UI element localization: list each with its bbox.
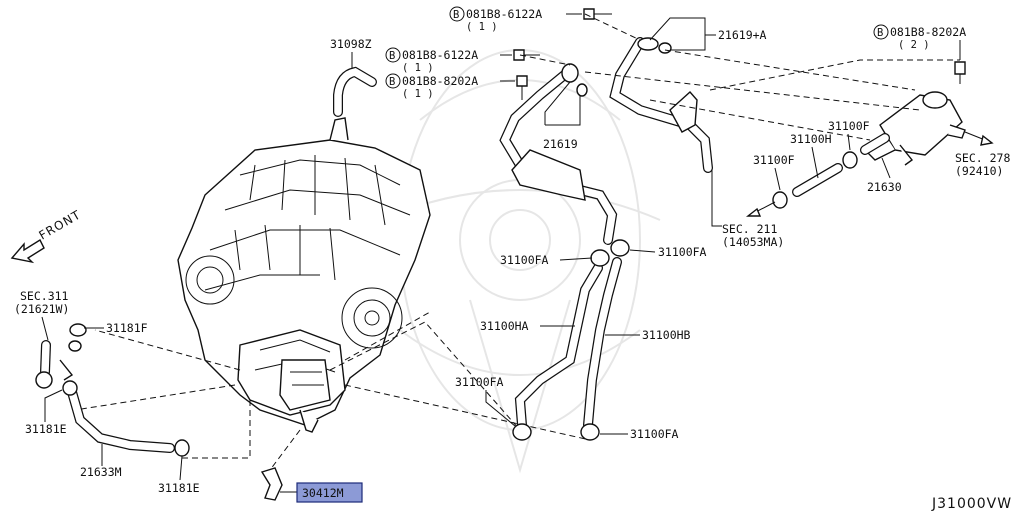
bolt-a-qty: ( 1 )	[466, 21, 498, 33]
label-text-31100fa-4: 31100FA	[630, 427, 679, 441]
pipe-21619	[499, 63, 618, 245]
label-31100f-upper: 31100F	[828, 119, 870, 151]
cooler-21630	[863, 91, 966, 166]
label-text-21619a: 21619+A	[718, 28, 767, 42]
clip-31181f: 31181F	[68, 321, 148, 352]
label-text-31100fa-2: 31100FA	[658, 245, 707, 259]
label-31181f: 31181F	[106, 321, 148, 335]
callout-30412m[interactable]: 30412M	[280, 482, 363, 503]
label-31098z: 31098Z	[330, 37, 372, 68]
label-text-31100f-lower: 31100F	[753, 153, 795, 167]
label-sec311: SEC.311	[20, 289, 69, 303]
hose-31100ha	[514, 263, 603, 430]
bolt-c-number: 081B8-8202A	[402, 74, 478, 88]
sec278-callout: SEC. 278 (92410)	[955, 131, 1010, 178]
label-text-31100hb: 31100HB	[642, 328, 691, 342]
bolt-a-mark: B	[453, 9, 459, 21]
label-text-31181e-bottom: 31181E	[158, 481, 200, 495]
label-21633m: 21633M	[80, 444, 122, 479]
hose-31098z	[333, 66, 377, 117]
label-31181e-bottom: 31181E	[158, 455, 200, 495]
highlight-box-30412m[interactable]	[296, 482, 363, 503]
label-sec278-ref: (92410)	[955, 164, 1003, 178]
label-text-31100h: 31100H	[790, 132, 832, 146]
diagram-code: J31000VW	[931, 496, 1012, 511]
label-31100h: 31100H	[790, 132, 832, 179]
label-30412m: 30412M	[302, 486, 344, 500]
label-31181e-left: 31181E	[25, 389, 67, 436]
bolt-c-qty: ( 1 )	[402, 88, 434, 100]
bolt-callout-a: B 081B8-6122A ( 1 )	[449, 6, 612, 33]
label-sec211-ref: (14053MA)	[722, 235, 784, 249]
label-31100ha: 31100HA	[480, 319, 575, 333]
label-31100fa-3: 31100FA	[455, 375, 516, 427]
label-text-31100fa-3: 31100FA	[455, 375, 504, 389]
transmission-assembly	[177, 117, 431, 433]
label-text-31100fa-1: 31100FA	[500, 253, 549, 267]
label-front: FRONT	[37, 207, 84, 242]
clips-31100fa	[512, 239, 630, 441]
bolt-callout-d: B 081B8-8202A ( 2 )	[873, 24, 966, 84]
bolt-b-number: 081B8-6122A	[402, 48, 478, 62]
bolt-a-number: 081B8-6122A	[466, 7, 542, 21]
bolt-b-qty: ( 1 )	[402, 62, 434, 74]
bolt-d-qty: ( 2 )	[898, 39, 930, 51]
label-text-21633m: 21633M	[80, 465, 122, 479]
label-text-31100f-upper: 31100F	[828, 119, 870, 133]
bolt-c-mark: B	[389, 76, 395, 88]
label-31100hb: 31100HB	[605, 328, 691, 342]
label-text-31100ha: 31100HA	[480, 319, 529, 333]
bolt-b-mark: B	[389, 50, 395, 62]
label-sec311-ref: (21621W)	[14, 302, 69, 316]
hose-31100h	[772, 133, 890, 209]
label-text-21619: 21619	[543, 137, 578, 151]
sec311-callout: SEC.311 (21621W)	[14, 289, 69, 341]
bolt-d-number: 081B8-8202A	[890, 25, 966, 39]
label-31100fa-4: 31100FA	[600, 427, 679, 441]
hose-21633m	[62, 380, 190, 457]
bolt-callout-c: B 081B8-8202A ( 1 )	[385, 73, 528, 100]
label-31100f-lower: 31100F	[753, 153, 795, 191]
label-text-31098z: 31098Z	[330, 37, 372, 51]
label-21619a: 21619+A	[649, 17, 767, 51]
sec211-callout: SEC. 211 (14053MA)	[711, 170, 784, 249]
fitting-sec311	[35, 340, 74, 389]
label-31100fa-2: 31100FA	[629, 245, 707, 259]
routing-dashes	[74, 13, 960, 471]
bracket-30412m	[260, 467, 283, 501]
label-21630: 21630	[867, 157, 902, 194]
label-21619: 21619	[543, 81, 581, 151]
label-sec211: SEC. 211	[722, 222, 777, 236]
front-direction: FRONT	[10, 207, 84, 264]
bolt-callout-b: B 081B8-6122A ( 1 )	[385, 47, 540, 74]
label-text-31181e-left: 31181E	[25, 422, 67, 436]
label-text-21630: 21630	[867, 180, 902, 194]
label-31100fa-1: 31100FA	[500, 253, 593, 267]
pipe-21619a	[609, 37, 713, 173]
bolt-d-mark: B	[877, 27, 883, 39]
label-sec278: SEC. 278	[955, 151, 1010, 165]
hose-31100hb	[583, 257, 622, 430]
